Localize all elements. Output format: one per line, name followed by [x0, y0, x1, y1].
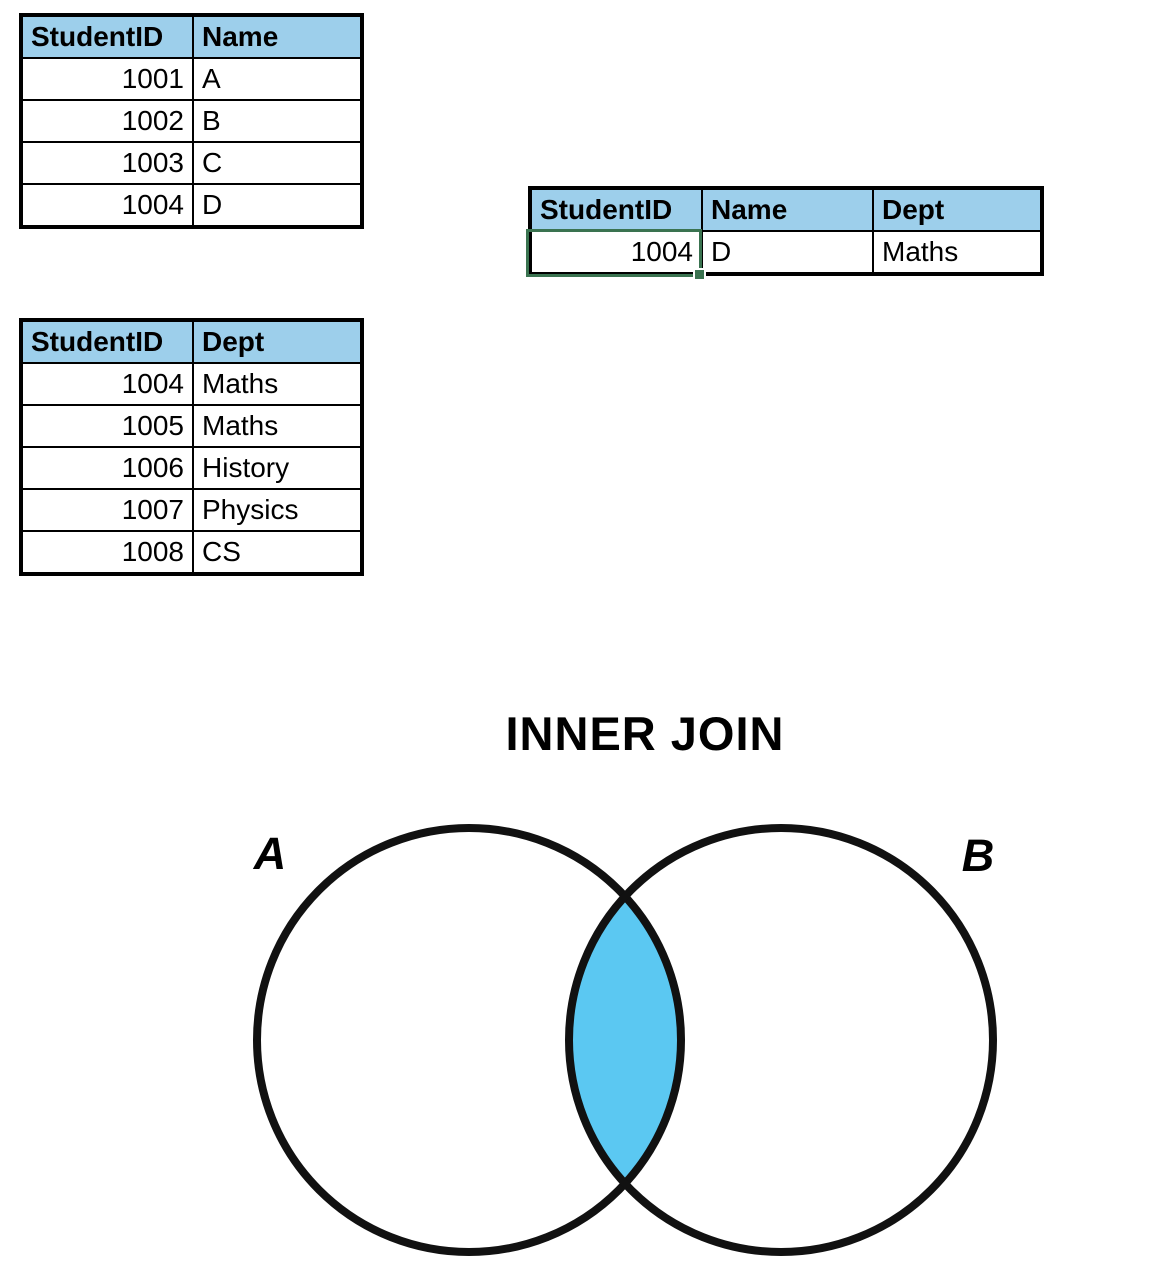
table-row: 1003 C [20, 141, 363, 185]
departments-header-dept[interactable]: Dept [192, 319, 363, 364]
result-header-row: StudentID Name Dept [529, 187, 1043, 232]
departments-table: StudentID Dept 1004 Maths 1005 Maths 100… [19, 318, 364, 576]
cell-studentid[interactable]: 1001 [20, 57, 194, 101]
selected-cell-studentid[interactable]: 1004 [529, 230, 703, 275]
venn-circle-a [253, 824, 685, 1256]
table-row: 1006 History [20, 446, 363, 490]
table-row: 1004 D Maths [529, 230, 1043, 275]
table-row: 1004 Maths [20, 362, 363, 406]
result-header-name[interactable]: Name [701, 187, 874, 232]
cell-dept[interactable]: Physics [192, 488, 363, 532]
cell-name[interactable]: A [192, 57, 363, 101]
venn-label-a: A [253, 828, 287, 879]
cell-name[interactable]: D [701, 230, 874, 275]
join-result-table: StudentID Name Dept 1004 D Maths [528, 186, 1044, 276]
table-row: 1002 B [20, 99, 363, 143]
cell-studentid[interactable]: 1007 [20, 488, 194, 532]
venn-intersection [569, 897, 681, 1182]
venn-label-b: B [961, 830, 995, 881]
cell-name[interactable]: B [192, 99, 363, 143]
table-row: 1005 Maths [20, 404, 363, 448]
result-header-dept[interactable]: Dept [872, 187, 1043, 232]
cell-dept[interactable]: CS [192, 530, 363, 575]
cell-studentid[interactable]: 1004 [20, 362, 194, 406]
students-table: StudentID Name 1001 A 1002 B 1003 C 1004… [19, 13, 364, 229]
cell-name[interactable]: C [192, 141, 363, 185]
departments-header-studentid[interactable]: StudentID [20, 319, 194, 364]
students-header-name[interactable]: Name [192, 14, 363, 59]
table-row: 1007 Physics [20, 488, 363, 532]
cell-studentid[interactable]: 1005 [20, 404, 194, 448]
table-row: 1008 CS [20, 530, 363, 575]
venn-title: INNER JOIN [505, 707, 785, 760]
table-row: 1001 A [20, 57, 363, 101]
cell-studentid[interactable]: 1002 [20, 99, 194, 143]
departments-header-row: StudentID Dept [20, 319, 363, 364]
cell-dept[interactable]: Maths [192, 404, 363, 448]
cell-studentid[interactable]: 1008 [20, 530, 194, 575]
students-header-row: StudentID Name [20, 14, 363, 59]
fill-handle[interactable] [693, 268, 706, 281]
cell-studentid[interactable]: 1006 [20, 446, 194, 490]
cell-dept[interactable]: History [192, 446, 363, 490]
students-header-studentid[interactable]: StudentID [20, 14, 194, 59]
table-row: 1004 D [20, 183, 363, 228]
cell-studentid[interactable]: 1004 [20, 183, 194, 228]
venn-circle-b [565, 824, 997, 1256]
cell-dept[interactable]: Maths [192, 362, 363, 406]
cell-studentid[interactable]: 1003 [20, 141, 194, 185]
cell-dept[interactable]: Maths [872, 230, 1043, 275]
cell-name[interactable]: D [192, 183, 363, 228]
result-header-studentid[interactable]: StudentID [529, 187, 703, 232]
